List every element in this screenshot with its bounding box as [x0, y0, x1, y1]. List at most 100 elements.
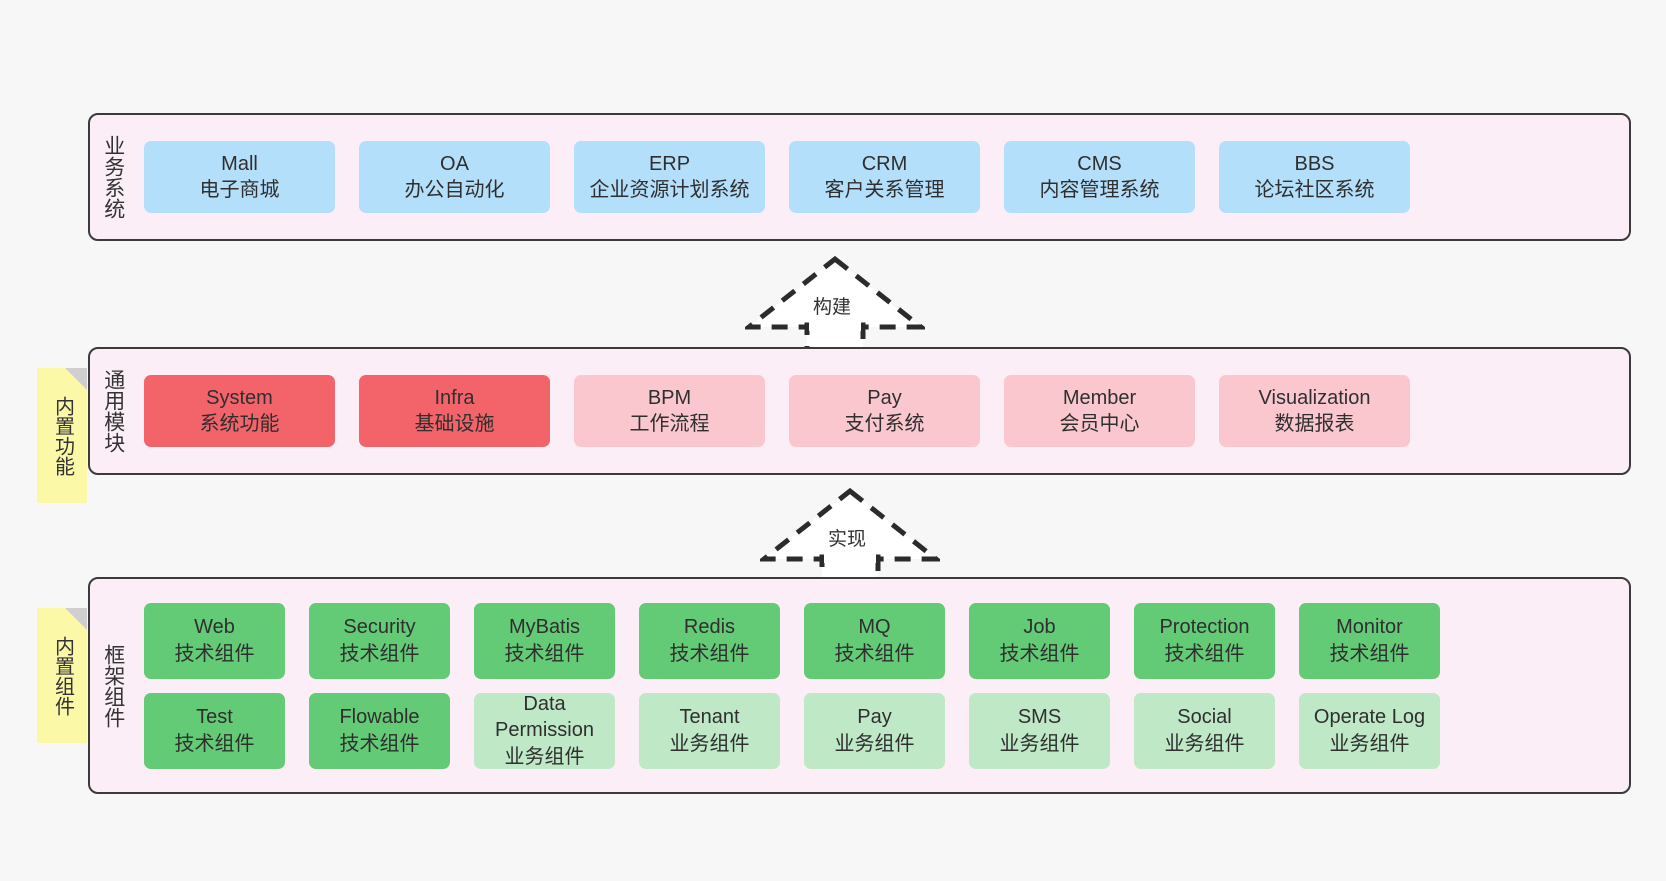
module-box[interactable]: Protection 技术组件	[1134, 602, 1275, 679]
module-box[interactable]: Data Permission 业务组件	[474, 692, 615, 769]
module-title: Mall	[221, 152, 258, 175]
module-title: Flowable	[339, 706, 420, 729]
layer-body-common-modules: System 系统功能 Infra 基础设施 BPM 工作流程 Pay 支付系统…	[136, 349, 1629, 473]
module-title: Pay	[857, 706, 892, 729]
layer-row: Test 技术组件 Flowable 技术组件 Data Permission …	[144, 692, 1617, 769]
module-title: Social	[1177, 706, 1232, 729]
module-box[interactable]: System 系统功能	[144, 375, 335, 447]
module-box[interactable]: CRM 客户关系管理	[789, 141, 980, 213]
module-title: CRM	[861, 152, 908, 175]
module-box[interactable]: Mall 电子商城	[144, 141, 335, 213]
module-title: BBS	[1294, 152, 1335, 175]
module-title: Redis	[683, 616, 736, 639]
layer-label-framework-components: 框架组件	[101, 643, 125, 728]
module-subtitle: 技术组件	[339, 732, 420, 755]
module-box[interactable]: Operate Log 业务组件	[1299, 692, 1440, 769]
module-title: System	[206, 386, 273, 409]
layer-label-business-system: 业务系统	[101, 135, 125, 219]
note-builtin-component: 内置组件	[37, 608, 87, 743]
module-box[interactable]: Test 技术组件	[144, 692, 285, 769]
module-subtitle: 技术组件	[1164, 642, 1245, 665]
module-subtitle: 客户关系管理	[824, 179, 945, 201]
module-title: Member	[1062, 386, 1137, 409]
module-title: Test	[196, 706, 233, 729]
note-builtin-function: 内置功能	[37, 368, 87, 503]
module-box[interactable]: Flowable 技术组件	[309, 692, 450, 769]
module-subtitle: 工作流程	[629, 413, 710, 435]
module-title: Infra	[434, 386, 475, 409]
module-subtitle: 技术组件	[669, 642, 750, 665]
module-box[interactable]: Member 会员中心	[1004, 375, 1195, 447]
layer-row: System 系统功能 Infra 基础设施 BPM 工作流程 Pay 支付系统…	[144, 375, 1617, 447]
layer-label-common-modules: 通用模块	[101, 369, 125, 453]
module-title: Visualization	[1258, 386, 1371, 409]
layer-row: Web 技术组件 Security 技术组件 MyBatis 技术组件 Redi…	[144, 602, 1617, 679]
module-title: ERP	[648, 152, 691, 175]
module-subtitle: 支付系统	[844, 413, 925, 435]
module-title: MyBatis	[508, 616, 581, 639]
module-box[interactable]: OA 办公自动化	[359, 141, 550, 213]
module-box[interactable]: Monitor 技术组件	[1299, 602, 1440, 679]
module-box[interactable]: ERP 企业资源计划系统	[574, 141, 765, 213]
layer-common-modules: 通用模块 System 系统功能 Infra 基础设施 BPM 工作流程 Pay…	[88, 347, 1631, 475]
module-box[interactable]: Tenant 业务组件	[639, 692, 780, 769]
module-box[interactable]: CMS 内容管理系统	[1004, 141, 1195, 213]
module-title: Protection	[1159, 616, 1250, 639]
module-subtitle: 电子商城	[199, 179, 280, 201]
module-title: Web	[194, 616, 235, 639]
module-subtitle: 技术组件	[834, 642, 915, 665]
module-subtitle: 内容管理系统	[1039, 179, 1160, 201]
module-title: OA	[440, 152, 469, 175]
module-box[interactable]: Pay 支付系统	[789, 375, 980, 447]
module-title: Operate Log	[1313, 706, 1426, 729]
module-title: SMS	[1017, 706, 1062, 729]
module-box[interactable]: Security 技术组件	[309, 602, 450, 679]
module-box[interactable]: Job 技术组件	[969, 602, 1110, 679]
module-box[interactable]: Redis 技术组件	[639, 602, 780, 679]
arrow-build: 构建	[741, 255, 929, 358]
layer-row: Mall 电子商城 OA 办公自动化 ERP 企业资源计划系统 CRM 客户关系…	[144, 141, 1617, 213]
module-subtitle: 企业资源计划系统	[589, 179, 750, 201]
module-box[interactable]: Web 技术组件	[144, 602, 285, 679]
module-subtitle: 技术组件	[1329, 642, 1410, 665]
module-subtitle: 技术组件	[999, 642, 1080, 665]
module-title: BPM	[647, 386, 692, 409]
arrow-implement-label: 实现	[828, 529, 867, 550]
layer-framework-components: 框架组件 Web 技术组件 Security 技术组件 MyBatis 技术组件…	[88, 577, 1631, 794]
module-subtitle: 业务组件	[834, 732, 915, 755]
module-box[interactable]: MQ 技术组件	[804, 602, 945, 679]
module-subtitle: 办公自动化	[404, 179, 505, 201]
module-box[interactable]: Visualization 数据报表	[1219, 375, 1410, 447]
module-title: Job	[1023, 616, 1056, 639]
module-box[interactable]: BBS 论坛社区系统	[1219, 141, 1410, 213]
layer-body-framework-components: Web 技术组件 Security 技术组件 MyBatis 技术组件 Redi…	[136, 579, 1629, 792]
module-title: Pay	[867, 386, 902, 409]
module-title: Monitor	[1336, 616, 1403, 639]
module-title: MQ	[858, 616, 891, 639]
arrow-implement: 实现	[756, 487, 944, 590]
module-subtitle: 技术组件	[339, 642, 420, 665]
note-text: 内置功能	[51, 395, 74, 476]
module-subtitle: 基础设施	[414, 413, 495, 435]
module-title: CMS	[1077, 152, 1122, 175]
module-subtitle: 技术组件	[174, 642, 255, 665]
module-subtitle: 技术组件	[174, 732, 255, 755]
module-subtitle: 业务组件	[504, 745, 585, 768]
module-box[interactable]: MyBatis 技术组件	[474, 602, 615, 679]
layer-body-business-system: Mall 电子商城 OA 办公自动化 ERP 企业资源计划系统 CRM 客户关系…	[136, 115, 1629, 239]
module-box[interactable]: SMS 业务组件	[969, 692, 1110, 769]
module-subtitle: 论坛社区系统	[1254, 179, 1375, 201]
module-subtitle: 数据报表	[1274, 413, 1355, 435]
module-subtitle: 业务组件	[669, 732, 750, 755]
module-box[interactable]: Social 业务组件	[1134, 692, 1275, 769]
module-box[interactable]: Infra 基础设施	[359, 375, 550, 447]
module-subtitle: 业务组件	[1164, 732, 1245, 755]
module-title: Tenant	[679, 706, 740, 729]
module-title: Data Permission	[495, 692, 594, 742]
module-subtitle: 系统功能	[199, 413, 280, 435]
module-title: Security	[343, 616, 416, 639]
module-box[interactable]: Pay 业务组件	[804, 692, 945, 769]
module-box[interactable]: BPM 工作流程	[574, 375, 765, 447]
module-subtitle: 业务组件	[1329, 732, 1410, 755]
